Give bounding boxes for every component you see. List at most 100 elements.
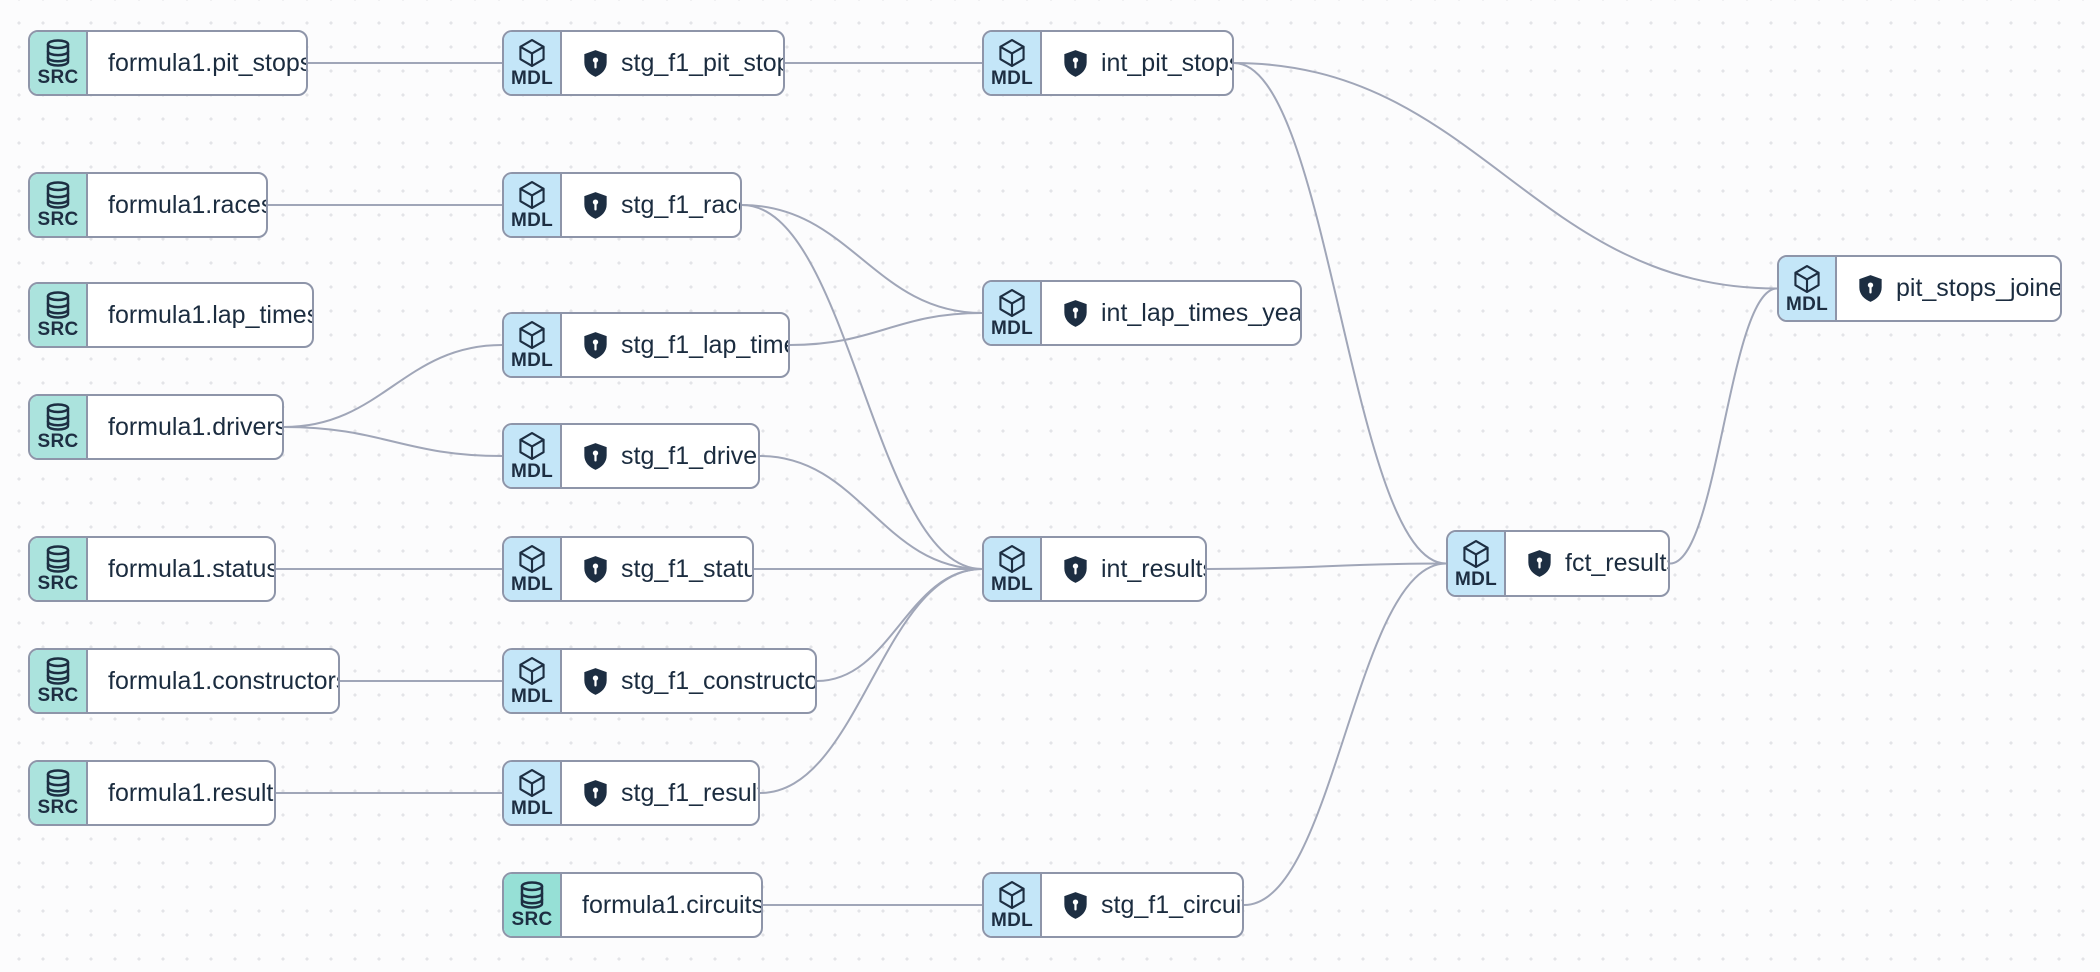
node-type-tag: SRC (37, 209, 79, 231)
node-stg-pit-stops[interactable]: MDL stg_f1_pit_stops (502, 30, 785, 96)
node-stg-results[interactable]: MDL stg_f1_results (502, 760, 760, 826)
edge-int-pit-stops-to-fct-results (1233, 62, 1447, 565)
node-src-drivers[interactable]: SRC formula1.drivers (28, 394, 284, 460)
node-type-tag: MDL (510, 350, 554, 372)
node-label-area: stg_f1_pit_stops (562, 32, 783, 94)
shield-lock-icon (1526, 549, 1553, 578)
node-fct-results[interactable]: MDL fct_results (1446, 530, 1670, 597)
edge-stg-results-to-int-results (759, 568, 983, 794)
node-label: stg_f1_drivers (621, 441, 758, 470)
shield-lock-icon (582, 779, 609, 808)
node-label-area: int_pit_stops (1042, 32, 1232, 94)
node-type-tag: MDL (990, 318, 1034, 340)
node-type-badge: MDL (504, 762, 562, 824)
node-label: stg_f1_circuits (1101, 890, 1242, 919)
node-type-badge: MDL (984, 32, 1042, 94)
node-type-badge: MDL (1448, 532, 1506, 595)
node-label: formula1.lap_times (108, 300, 314, 329)
node-int-pit-stops[interactable]: MDL int_pit_stops (982, 30, 1234, 96)
node-label: formula1.circuits (582, 890, 763, 919)
node-label-area: formula1.drivers (88, 396, 282, 458)
node-stg-lap-times[interactable]: MDL stg_f1_lap_times (502, 312, 790, 378)
edge-stg-circuits-to-fct-results (1243, 562, 1447, 906)
node-label: stg_f1_results (621, 778, 758, 807)
cube-icon (515, 430, 549, 462)
node-label: formula1.drivers (108, 412, 284, 441)
node-label-area: stg_f1_status (562, 538, 752, 600)
node-label-area: int_lap_times_years (1042, 282, 1300, 344)
cube-icon (995, 287, 1029, 319)
cube-icon (515, 655, 549, 687)
node-type-badge: MDL (1779, 257, 1837, 320)
cube-icon (1459, 538, 1493, 570)
node-label: formula1.pit_stops (108, 48, 308, 77)
cube-icon (995, 543, 1029, 575)
node-type-tag: SRC (37, 319, 79, 341)
node-type-badge: MDL (984, 538, 1042, 600)
database-icon (42, 290, 74, 320)
node-type-tag: MDL (1454, 568, 1498, 590)
node-stg-drivers[interactable]: MDL stg_f1_drivers (502, 423, 760, 489)
node-stg-circuits[interactable]: MDL stg_f1_circuits (982, 872, 1244, 938)
node-label: stg_f1_constructors (621, 666, 817, 695)
node-src-results[interactable]: SRC formula1.results (28, 760, 276, 826)
shield-lock-icon (582, 555, 609, 584)
node-int-lap-times-years[interactable]: MDL int_lap_times_years (982, 280, 1302, 346)
node-label-area: stg_f1_races (562, 174, 740, 236)
node-pit-stops-joined[interactable]: MDL pit_stops_joined (1777, 255, 2062, 322)
node-label: fct_results (1565, 549, 1670, 577)
edge-src-drivers-to-stg-lap-times (283, 344, 503, 428)
node-src-lap-times[interactable]: SRC formula1.lap_times (28, 282, 314, 348)
node-label-area: formula1.results (88, 762, 274, 824)
edge-int-pit-stops-to-pit-stops-joined (1233, 62, 1778, 290)
database-icon (42, 544, 74, 574)
node-src-circuits[interactable]: SRC formula1.circuits (502, 872, 763, 938)
node-type-tag: SRC (37, 685, 79, 707)
node-label-area: formula1.pit_stops (88, 32, 306, 94)
node-label-area: formula1.constructors (88, 650, 338, 712)
node-type-tag: MDL (510, 798, 554, 820)
node-label: formula1.constructors (108, 666, 340, 695)
node-type-badge: SRC (30, 650, 88, 712)
node-type-badge: MDL (504, 538, 562, 600)
cube-icon (515, 319, 549, 351)
node-type-tag: SRC (511, 909, 553, 931)
node-type-tag: SRC (37, 797, 79, 819)
shield-lock-icon (582, 191, 609, 220)
node-label-area: stg_f1_lap_times (562, 314, 788, 376)
node-label-area: formula1.races (88, 174, 266, 236)
shield-lock-icon (1062, 299, 1089, 328)
node-type-tag: MDL (510, 461, 554, 483)
node-label: formula1.races (108, 190, 268, 219)
node-label: formula1.results (108, 778, 276, 807)
node-src-constructors[interactable]: SRC formula1.constructors (28, 648, 340, 714)
node-type-badge: MDL (504, 425, 562, 487)
cube-icon (515, 543, 549, 575)
shield-lock-icon (1062, 555, 1089, 584)
cube-icon (515, 37, 549, 69)
node-type-tag: SRC (37, 573, 79, 595)
node-label: stg_f1_lap_times (621, 330, 788, 359)
node-type-badge: MDL (504, 32, 562, 94)
cube-icon (995, 37, 1029, 69)
node-src-races[interactable]: SRC formula1.races (28, 172, 268, 238)
database-icon (42, 180, 74, 210)
shield-lock-icon (1857, 274, 1884, 303)
database-icon (516, 880, 548, 910)
shield-lock-icon (1062, 49, 1089, 78)
node-type-badge: SRC (30, 762, 88, 824)
node-label: int_pit_stops (1101, 48, 1234, 77)
node-label: pit_stops_joined (1896, 274, 2062, 302)
node-type-tag: SRC (37, 431, 79, 453)
node-type-badge: MDL (984, 874, 1042, 936)
node-label: stg_f1_pit_stops (621, 48, 785, 77)
